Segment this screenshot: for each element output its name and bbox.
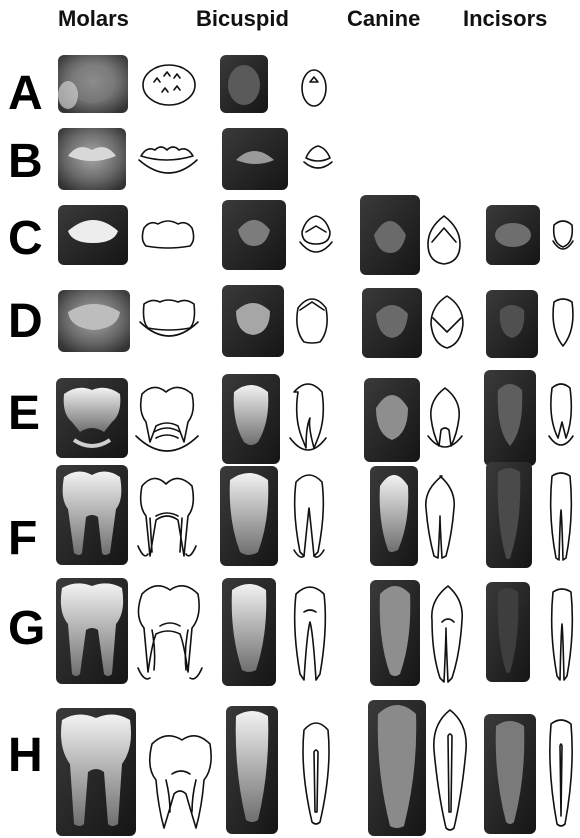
sketch-incisor-d (550, 294, 576, 352)
sketch-canine-c (424, 212, 464, 268)
row-label-h: H (8, 732, 43, 780)
row-label-b: B (8, 138, 43, 186)
sketch-molar-e (134, 382, 200, 456)
sketch-incisor-c (550, 215, 576, 259)
header-bicuspid: Bicuspid (196, 6, 289, 32)
sketch-incisor-e (546, 380, 576, 458)
sketch-bicuspid-h (298, 718, 334, 828)
xray-canine-e (364, 378, 420, 462)
xray-incisor-e (484, 370, 536, 466)
row-label-d: D (8, 298, 43, 346)
sketch-canine-d (426, 292, 468, 354)
xray-canine-g (370, 580, 420, 686)
header-canine: Canine (347, 6, 420, 32)
xray-molar-f (56, 465, 128, 565)
sketch-incisor-f (546, 470, 576, 566)
xray-incisor-d (486, 290, 538, 358)
sketch-canine-h (428, 706, 472, 834)
xray-molar-h (56, 708, 136, 836)
row-label-e: E (8, 390, 40, 438)
sketch-molar-f (134, 472, 200, 564)
xray-canine-h (368, 700, 426, 836)
sketch-bicuspid-d (290, 292, 334, 352)
xray-molar-d (58, 290, 130, 352)
xray-bicuspid-b (222, 128, 288, 190)
xray-molar-e (56, 378, 128, 458)
row-label-a: A (8, 70, 43, 118)
xray-incisor-c (486, 205, 540, 265)
sketch-molar-c (136, 212, 200, 260)
sketch-incisor-g (548, 586, 576, 684)
sketch-canine-g (428, 582, 468, 686)
xray-incisor-f (486, 462, 532, 568)
sketch-molar-g (134, 580, 206, 684)
xray-bicuspid-f (220, 466, 278, 566)
sketch-molar-d (136, 292, 202, 350)
sketch-molar-b (135, 138, 201, 184)
xray-molar-a (58, 55, 128, 113)
sketch-bicuspid-e (286, 378, 330, 458)
header-molars: Molars (58, 6, 129, 32)
xray-molar-g (56, 578, 128, 684)
xray-molar-b (58, 128, 126, 190)
sketch-canine-f (420, 472, 460, 564)
xray-bicuspid-e (222, 374, 280, 464)
row-label-g: G (8, 605, 45, 653)
sketch-bicuspid-c (296, 212, 336, 262)
sketch-canine-e (424, 384, 466, 456)
xray-bicuspid-c (222, 200, 286, 270)
xray-molar-c (58, 205, 128, 265)
xray-bicuspid-d (222, 285, 284, 357)
xray-bicuspid-a (220, 55, 268, 113)
xray-bicuspid-h (226, 706, 278, 834)
row-label-c: C (8, 215, 43, 263)
sketch-bicuspid-b (300, 140, 336, 176)
sketch-bicuspid-f (288, 470, 330, 566)
xray-incisor-g (486, 582, 530, 682)
sketch-molar-h (144, 730, 218, 834)
xray-canine-c (360, 195, 420, 275)
row-label-f: F (8, 515, 37, 563)
xray-canine-d (362, 288, 422, 358)
sketch-bicuspid-g (290, 582, 330, 684)
xray-bicuspid-g (222, 578, 276, 686)
sketch-molar-a (140, 62, 198, 108)
header-incisors: Incisors (463, 6, 547, 32)
sketch-bicuspid-a (300, 68, 328, 108)
xray-canine-f (370, 466, 418, 566)
sketch-incisor-h (546, 716, 576, 834)
xray-incisor-h (484, 714, 536, 834)
